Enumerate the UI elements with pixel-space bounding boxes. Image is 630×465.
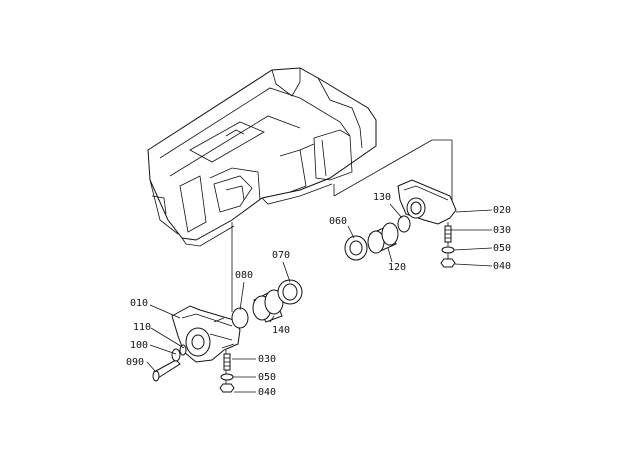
bushing-left-set xyxy=(231,279,303,329)
label-130: 130 xyxy=(373,192,391,203)
label-010: 010 xyxy=(130,298,148,309)
label-050-right: 050 xyxy=(493,243,511,254)
label-110: 110 xyxy=(133,322,151,333)
bolt-left xyxy=(152,344,187,382)
label-100: 100 xyxy=(130,340,148,351)
bushing-right-set xyxy=(344,215,411,261)
label-040-right: 040 xyxy=(493,261,511,272)
label-080: 080 xyxy=(235,270,253,281)
part-labels: 010 020 030 030 040 040 050 050 060 070 … xyxy=(126,192,511,398)
label-040-left: 040 xyxy=(258,387,276,398)
label-030-left: 030 xyxy=(258,354,276,365)
leader-lines xyxy=(146,203,493,393)
label-090: 090 xyxy=(126,357,144,368)
stud-right xyxy=(440,225,456,268)
arm-right xyxy=(397,179,457,225)
center-lines xyxy=(225,139,453,390)
label-020: 020 xyxy=(493,205,511,216)
stud-left xyxy=(219,353,235,393)
label-120: 120 xyxy=(388,262,406,273)
label-070: 070 xyxy=(272,250,290,261)
label-050-left: 050 xyxy=(258,372,276,383)
arm-left xyxy=(171,305,241,363)
label-140: 140 xyxy=(272,325,290,336)
label-030-right: 030 xyxy=(493,225,511,236)
frame-housing xyxy=(147,67,377,247)
label-060: 060 xyxy=(329,216,347,227)
